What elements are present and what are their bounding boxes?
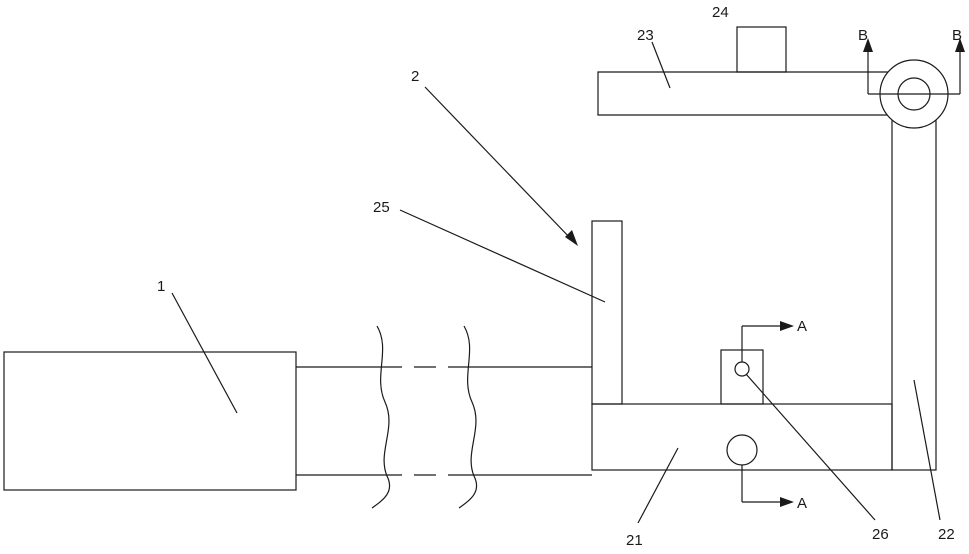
leader-21 — [638, 448, 678, 523]
leader-2 — [425, 87, 572, 240]
section-b-right-label: B — [952, 27, 962, 44]
section-a-bottom-label: A — [797, 495, 807, 512]
part-21-base-bar — [592, 404, 892, 470]
base-bar-hole — [727, 435, 757, 465]
label-part-2: 2 — [411, 68, 419, 85]
part-25-vertical-plate — [592, 221, 622, 404]
section-b-left-label: B — [858, 27, 868, 44]
part-23-upper-arm — [598, 72, 892, 115]
bracket-hole — [735, 362, 749, 376]
part-22-vertical-arm — [892, 115, 936, 470]
break-line-left — [372, 326, 390, 508]
section-a-indicator: A A — [742, 318, 807, 512]
section-a-top-label: A — [797, 318, 807, 335]
label-part-21: 21 — [626, 532, 643, 549]
leader-23 — [652, 42, 670, 88]
part-24-top-block — [737, 27, 786, 72]
label-part-24: 24 — [712, 4, 729, 21]
leader-26 — [746, 374, 875, 520]
label-part-26: 26 — [872, 526, 889, 543]
leader-1 — [172, 293, 237, 413]
section-a-bottom-arrow — [780, 497, 794, 507]
label-part-22: 22 — [938, 526, 955, 543]
leader-2-arrow — [565, 230, 578, 246]
part-1-block — [4, 352, 296, 490]
section-a-top-arrow — [780, 321, 794, 331]
label-part-25: 25 — [373, 199, 390, 216]
label-part-23: 23 — [637, 27, 654, 44]
label-part-1: 1 — [157, 278, 165, 295]
break-line-right — [459, 326, 477, 508]
leader-25 — [400, 210, 605, 302]
shaft — [296, 326, 592, 508]
